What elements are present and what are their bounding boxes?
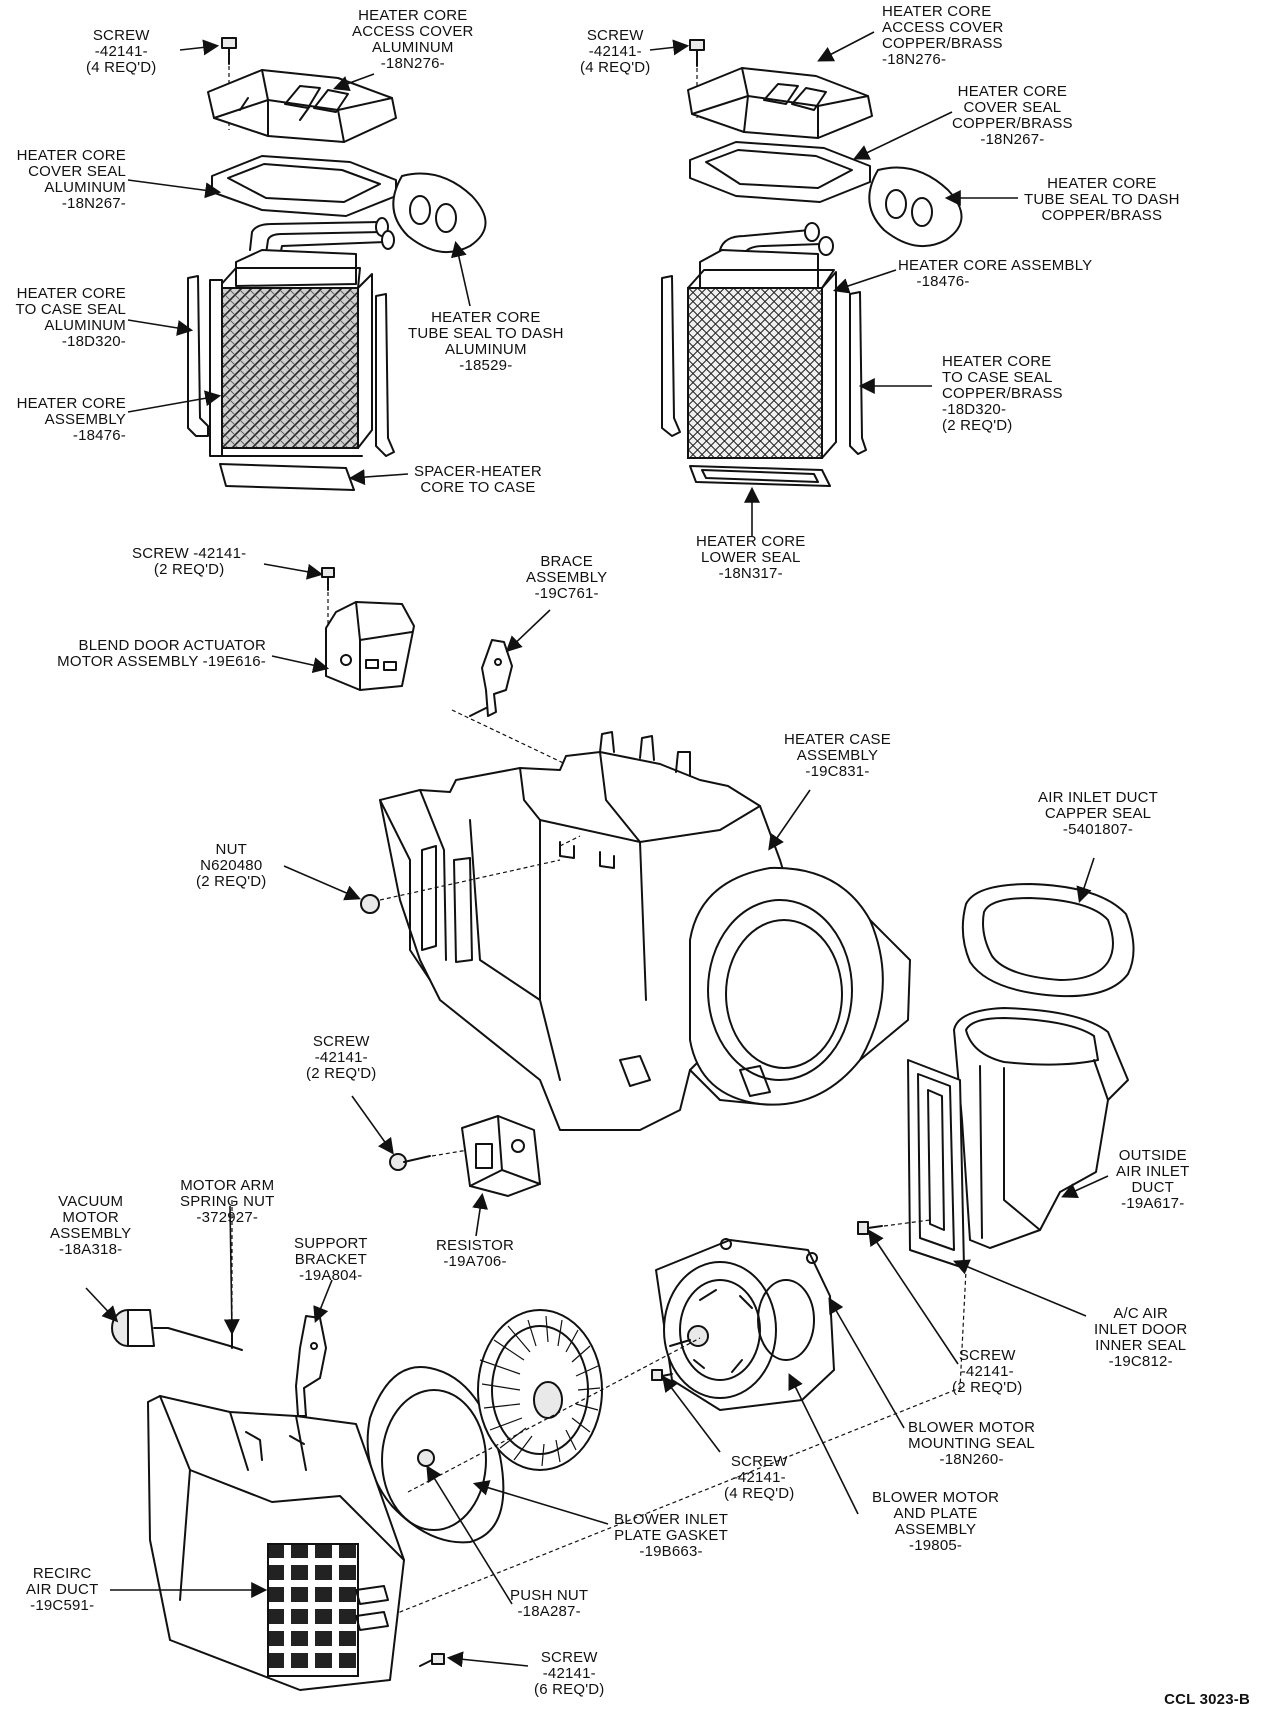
label-cover-seal-al: HEATER CORE COVER SEAL ALUMINUM -18N267- <box>16 147 126 212</box>
inlet-duct-group <box>857 883 1135 1269</box>
motor-plate-part <box>655 1238 835 1411</box>
label-motor-plate: BLOWER MOTOR AND PLATE ASSEMBLY -19805- <box>872 1489 1000 1554</box>
access-cover-al-part <box>207 69 397 143</box>
cover-seal-al-part <box>211 155 397 217</box>
label-screw-resistor: SCREW -42141- (2 REQ'D) <box>306 1033 377 1082</box>
label-screw-duct: SCREW -42141- (2 REQ'D) <box>952 1347 1023 1396</box>
case-seal-al-part <box>187 275 395 457</box>
label-screw-recirc: SCREW -42141- (6 REQ'D) <box>534 1649 605 1698</box>
capper-seal-part <box>961 883 1135 998</box>
screw-duct-part <box>857 1219 931 1235</box>
label-nut: NUT N620480 (2 REQ'D) <box>196 841 267 890</box>
actuator-part <box>325 601 415 691</box>
label-access-cover-cu: HEATER CORE ACCESS COVER COPPER/BRASS -1… <box>882 3 1004 68</box>
label-resistor: RESISTOR -19A706- <box>436 1237 515 1270</box>
label-recirc: RECIRC AIR DUCT -19C591- <box>26 1565 99 1614</box>
label-access-cover-al: HEATER CORE ACCESS COVER ALUMINUM -18N27… <box>352 7 474 72</box>
blower-wheel-part <box>477 1309 603 1471</box>
label-core-assy-cu: HEATER CORE ASSEMBLY -18476- <box>898 257 1093 290</box>
label-case-seal-al: HEATER CORE TO CASE SEAL ALUMINUM -18D32… <box>15 285 126 350</box>
figure-code: CCL 3023-B <box>1164 1691 1250 1708</box>
label-spring-nut: MOTOR ARM SPRING NUT -372927- <box>180 1177 275 1226</box>
door-seal-part <box>907 1059 965 1269</box>
label-lower-seal: HEATER CORE LOWER SEAL -18N317- <box>696 533 806 582</box>
outside-duct-part <box>953 1007 1129 1249</box>
leader-lines <box>85 31 1109 1668</box>
label-cover-seal-cu: HEATER CORE COVER SEAL COPPER/BRASS -18N… <box>952 83 1073 148</box>
vacuum-group <box>111 1200 327 1427</box>
label-heater-case: HEATER CASE ASSEMBLY -19C831- <box>784 731 891 780</box>
core-tubes-al-part <box>249 217 395 257</box>
label-screw-cu: SCREW -42141- (4 REQ'D) <box>580 27 651 76</box>
label-door-seal: A/C AIR INLET DOOR INNER SEAL -19C812- <box>1094 1305 1188 1370</box>
label-screw-al: SCREW -42141- (4 REQ'D) <box>86 27 157 76</box>
label-screw-actuator: SCREW -42141- (2 REQ'D) <box>132 545 247 578</box>
wheel-blades <box>479 1315 601 1467</box>
recirc-group <box>147 1395 445 1691</box>
label-case-seal-cu: HEATER CORE TO CASE SEAL COPPER/BRASS -1… <box>942 353 1063 434</box>
resistor-group <box>389 1115 541 1197</box>
case-seal-cu-part <box>661 275 867 455</box>
label-push-nut: PUSH NUT -18A287- <box>510 1587 589 1620</box>
label-brace: BRACE ASSEMBLY -19C761- <box>526 553 608 602</box>
label-support-bracket: SUPPORT BRACKET -19A804- <box>294 1235 368 1284</box>
copper-core-group <box>661 39 963 487</box>
heater-core-al-part <box>209 249 373 457</box>
aluminum-core-group <box>187 37 487 491</box>
tube-seal-al-part <box>392 172 487 253</box>
label-mounting-seal: BLOWER MOTOR MOUNTING SEAL -18N260- <box>908 1419 1036 1468</box>
label-gasket: BLOWER INLET PLATE GASKET -19B663- <box>614 1511 729 1560</box>
screw-motor-part <box>651 1369 673 1381</box>
spacer-part <box>219 463 355 491</box>
label-outside-duct: OUTSIDE AIR INLET DUCT -19A617- <box>1116 1147 1190 1212</box>
label-vacuum-motor: VACUUM MOTOR ASSEMBLY -18A318- <box>50 1193 132 1258</box>
tube-seal-cu-part <box>868 166 963 247</box>
heater-core-cu-part <box>687 249 837 459</box>
cover-seal-cu-part <box>689 141 871 203</box>
label-tube-seal-cu: HEATER CORE TUBE SEAL TO DASH COPPER/BRA… <box>1024 175 1180 224</box>
access-cover-cu-part <box>687 67 873 139</box>
label-spacer: SPACER-HEATER CORE TO CASE <box>414 463 542 496</box>
label-core-assy-al: HEATER CORE ASSEMBLY -18476- <box>16 395 126 444</box>
label-tube-seal-al: HEATER CORE TUBE SEAL TO DASH ALUMINUM -… <box>408 309 564 374</box>
label-capper-seal: AIR INLET DUCT CAPPER SEAL -5401807- <box>1038 789 1159 838</box>
label-screw-motor: SCREW -42141- (4 REQ'D) <box>724 1453 795 1502</box>
label-actuator: BLEND DOOR ACTUATOR MOTOR ASSEMBLY -19E6… <box>57 637 266 670</box>
heater-case-group <box>360 731 911 1131</box>
blower-group <box>366 1238 967 1621</box>
gasket-part <box>366 1366 505 1544</box>
lower-seal-part <box>689 465 831 487</box>
